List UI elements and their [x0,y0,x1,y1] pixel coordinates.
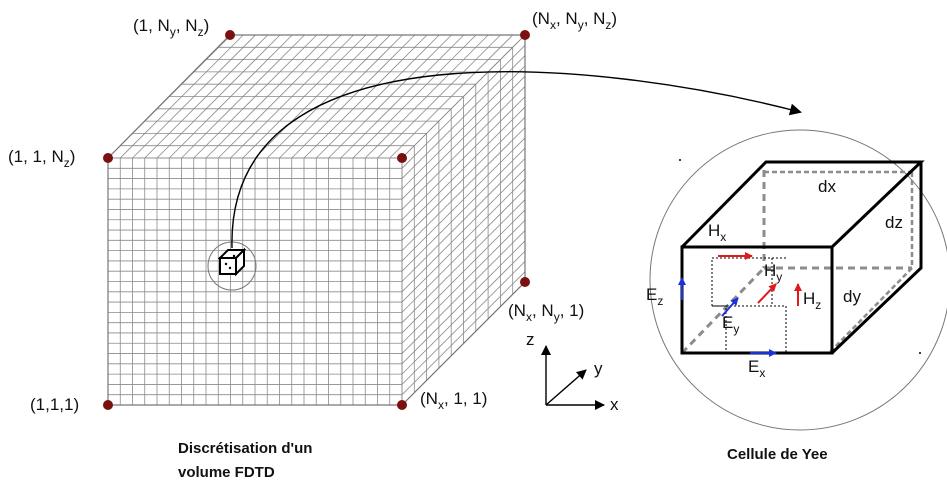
yee-label-dy: dy [843,287,861,306]
yee-hidden-edges [680,170,912,355]
corner-dot-top-back-right [520,30,530,40]
caption-left-line2: volume FDTD [178,464,275,481]
axis-label-z: z [526,330,535,349]
label-corner-bottom-front-left: (1,1,1) [30,395,79,414]
corner-dot-top-back-left [225,30,235,40]
axes: z y x [526,330,619,414]
yee-label-dz: dz [885,213,903,232]
label-corner-top-front-left: (1, 1, Nz) [8,147,75,170]
yee-cell-circle [649,129,947,431]
zoom-arrow [231,71,802,249]
yee-label-dx: dx [818,177,836,196]
label-corner-bottom-back-right: (Nx, Ny, 1) [508,301,584,324]
small-cell-highlight [207,241,257,291]
corner-dots [103,30,530,410]
label-corner-top-back-right: (Nx, Ny, Nz) [532,9,617,32]
yee-label-ez: Ez [646,285,663,308]
cube-right-face-grid [401,34,526,406]
caption-right: Cellule de Yee [727,446,828,463]
hy-arrow [757,283,777,304]
axis-label-x: x [610,395,619,414]
yee-cell: dx dz dy Hx Hy Hz Ez Ey Ex [646,129,947,431]
yee-label-hy: Hy [764,261,782,284]
label-corner-top-back-left: (1, Ny, Nz) [133,16,209,39]
ey-arrow [721,297,739,317]
yee-label-ey: Ey [722,313,739,336]
corner-dot-top-front-left [103,153,113,163]
label-corner-bottom-front-right: (Nx, 1, 1) [420,389,487,412]
cube-top-face-grid [107,34,526,159]
corner-dot-top-front-right [397,153,407,163]
yee-label-hz: Hz [803,289,821,312]
corner-dot-bottom-front-right [397,400,407,410]
corner-dot-bottom-back-right [520,277,530,287]
yee-label-ex: Ex [748,357,765,380]
corner-dot-bottom-front-left [103,400,113,410]
axis-label-y: y [594,359,603,378]
caption-left-line1: Discrétisation d'un [178,440,312,457]
yee-label-hx: Hx [708,221,726,244]
cube-front-face-grid [107,157,403,406]
